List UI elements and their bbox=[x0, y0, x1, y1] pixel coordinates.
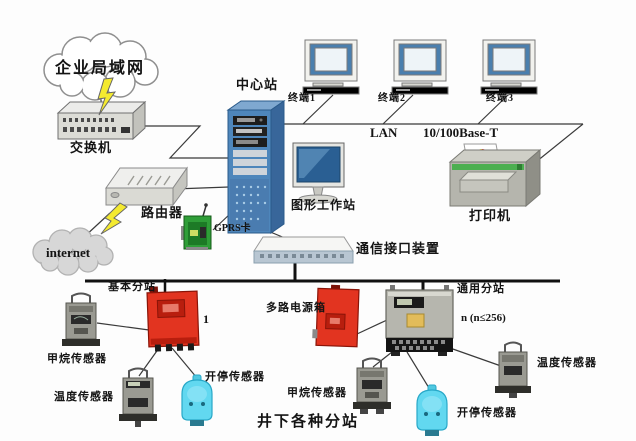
start-stop-sensor-right-icon bbox=[416, 384, 448, 436]
general-substation-label: 通用分站 bbox=[457, 283, 505, 295]
start-stop-sensor-left-icon bbox=[181, 374, 213, 426]
methane-sensor-right-label: 甲烷传感器 bbox=[287, 387, 347, 399]
server-drive-bays bbox=[233, 116, 267, 175]
comm-interface-device-icon bbox=[253, 236, 354, 264]
router-label: 路由器 bbox=[141, 205, 184, 220]
gprs-card-label: GPRS卡 bbox=[214, 223, 251, 234]
methane-sensor-left-icon bbox=[62, 292, 100, 346]
internet-label: internet bbox=[46, 245, 91, 260]
temperature-sensor-left-icon bbox=[119, 367, 157, 427]
lan-label: LAN bbox=[370, 125, 398, 140]
underground-caption: 井下各种分站 bbox=[257, 414, 360, 430]
substation-index-label: 1 bbox=[203, 312, 209, 326]
temperature-sensor-right-label: 温度传感器 bbox=[537, 357, 597, 369]
substation-count-label: n (n≤256) bbox=[461, 312, 506, 324]
lan-standard-label: 10/100Base-T bbox=[423, 125, 499, 140]
comm-interface-label: 通信接口装置 bbox=[356, 241, 441, 256]
terminal2-label: 终端2 bbox=[378, 93, 406, 104]
network-switch-icon bbox=[56, 100, 147, 141]
router-icon bbox=[105, 166, 188, 207]
terminal1-label: 终端1 bbox=[288, 93, 316, 104]
basic-substation-label: 基本分站 bbox=[108, 281, 156, 293]
lightning-bolt-internet-router-icon bbox=[100, 202, 128, 235]
start-stop-sensor-right-label: 开停传感器 bbox=[457, 407, 517, 419]
lightning-bolt-cloud-switch-icon bbox=[97, 77, 117, 116]
switch-label: 交换机 bbox=[70, 140, 113, 155]
basic-substation-box-icon bbox=[146, 286, 200, 352]
printer-icon bbox=[448, 143, 542, 208]
start-stop-sensor-left-label: 开停传感器 bbox=[205, 371, 265, 383]
methane-sensor-right-icon bbox=[353, 357, 391, 414]
gprs-card-icon bbox=[181, 203, 212, 250]
terminal2-monitor-icon bbox=[391, 39, 449, 95]
temperature-sensor-right-icon bbox=[495, 341, 531, 398]
central-station-server-icon bbox=[226, 100, 286, 234]
temperature-sensor-left-label: 温度传感器 bbox=[54, 391, 114, 403]
power-box-icon bbox=[312, 284, 360, 348]
graphics-workstation-label: 图形工作站 bbox=[291, 198, 357, 212]
power-box-label: 多路电源箱 bbox=[266, 302, 326, 314]
methane-sensor-left-label: 甲烷传感器 bbox=[47, 353, 107, 365]
central-station-label: 中心站 bbox=[236, 77, 279, 92]
internet-cloud-icon bbox=[32, 227, 114, 276]
enterprise-lan-label: 企业局域网 bbox=[54, 60, 145, 77]
terminal1-monitor-icon bbox=[302, 39, 360, 95]
general-substation-box-icon bbox=[385, 285, 454, 356]
printer-label: 打印机 bbox=[469, 208, 512, 223]
terminal3-label: 终端3 bbox=[486, 93, 514, 104]
graphics-workstation-icon bbox=[292, 142, 345, 204]
terminal3-monitor-icon bbox=[480, 39, 538, 95]
